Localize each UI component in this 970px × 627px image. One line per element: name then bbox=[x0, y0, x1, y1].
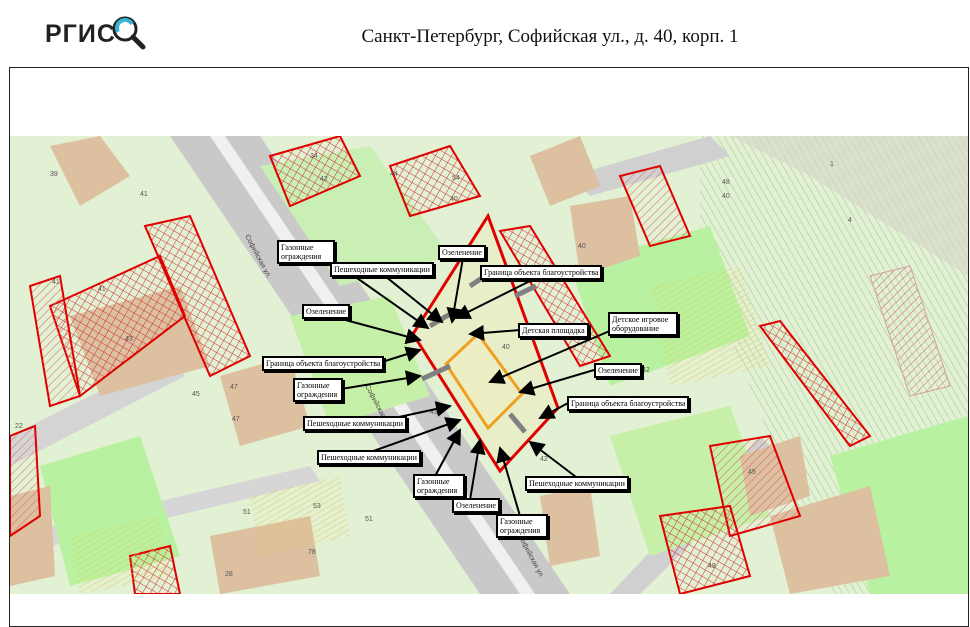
rgis-logo: РГИС bbox=[45, 14, 155, 54]
house-number: 42 bbox=[320, 176, 328, 183]
house-number: 51 bbox=[365, 516, 373, 523]
map-view[interactable]: Софийская ул. Софийская ул. Софийская ул… bbox=[10, 136, 968, 594]
label-greenery: Озеленение bbox=[452, 498, 500, 513]
house-number: 34 bbox=[310, 153, 318, 160]
label-pedestrian-paths: Пешеходные коммуникации bbox=[330, 262, 434, 277]
house-number: 51 bbox=[243, 509, 251, 516]
house-number: 41 bbox=[52, 279, 60, 286]
label-lawn-fence: Газонные ограждения bbox=[496, 514, 548, 538]
house-number: 78 bbox=[308, 549, 316, 556]
label-lawn-fence: Газонные ограждения bbox=[277, 240, 335, 264]
house-number: 47 bbox=[230, 384, 238, 391]
house-number: 44 bbox=[390, 171, 398, 178]
label-boundary: Граница объекта благоустройства bbox=[262, 356, 385, 371]
house-number: 42 bbox=[540, 456, 548, 463]
house-number: 41 bbox=[98, 286, 106, 293]
label-pedestrian-paths: Пешеходные коммуникации bbox=[303, 416, 407, 431]
house-number: 42 bbox=[642, 367, 650, 374]
logo-text: РГИС bbox=[45, 20, 116, 48]
house-number: 39 bbox=[50, 171, 58, 178]
house-number: 49 bbox=[708, 563, 716, 570]
house-number: 43 bbox=[125, 336, 133, 343]
house-number: 54 bbox=[452, 175, 460, 182]
house-number: 43 bbox=[430, 409, 438, 416]
magnifier-icon bbox=[112, 16, 146, 50]
house-number: 41 bbox=[140, 191, 148, 198]
house-number: 22 bbox=[15, 423, 23, 430]
label-playground: Детская площадка bbox=[518, 323, 589, 338]
house-number: 1 bbox=[830, 161, 834, 168]
house-number: 48 bbox=[722, 179, 730, 186]
house-number: 40 bbox=[722, 193, 730, 200]
label-lawn-fence: Газонные ограждения bbox=[293, 378, 343, 402]
label-pedestrian-paths: Пешеходные коммуникации bbox=[525, 476, 629, 491]
map-canvas: Софийская ул. Софийская ул. Софийская ул… bbox=[10, 136, 968, 594]
house-number: 40 bbox=[502, 344, 510, 351]
house-number: 45 bbox=[192, 391, 200, 398]
label-greenery: Озеленение bbox=[594, 363, 642, 378]
label-lawn-fence: Газонные ограждения bbox=[413, 474, 465, 498]
house-number: 4 bbox=[848, 217, 852, 224]
house-number: 28 bbox=[225, 571, 233, 578]
label-boundary: Граница объекта благоустройства bbox=[480, 265, 603, 280]
house-number: 40 bbox=[450, 196, 458, 203]
house-number: 47 bbox=[232, 416, 240, 423]
house-number: 45 bbox=[748, 469, 756, 476]
house-number: 53 bbox=[313, 503, 321, 510]
label-pedestrian-paths: Пешеходные коммуникации bbox=[317, 450, 421, 465]
page-title-address: Санкт-Петербург, Софийская ул., д. 40, к… bbox=[361, 26, 739, 47]
house-number: 40 bbox=[578, 243, 586, 250]
label-greenery: Озеленение bbox=[438, 245, 486, 260]
label-play-equipment: Детское игровое оборудование bbox=[608, 312, 678, 336]
label-boundary: Граница объекта благоустройства bbox=[567, 396, 690, 411]
label-greenery: Озеленение bbox=[302, 304, 350, 319]
